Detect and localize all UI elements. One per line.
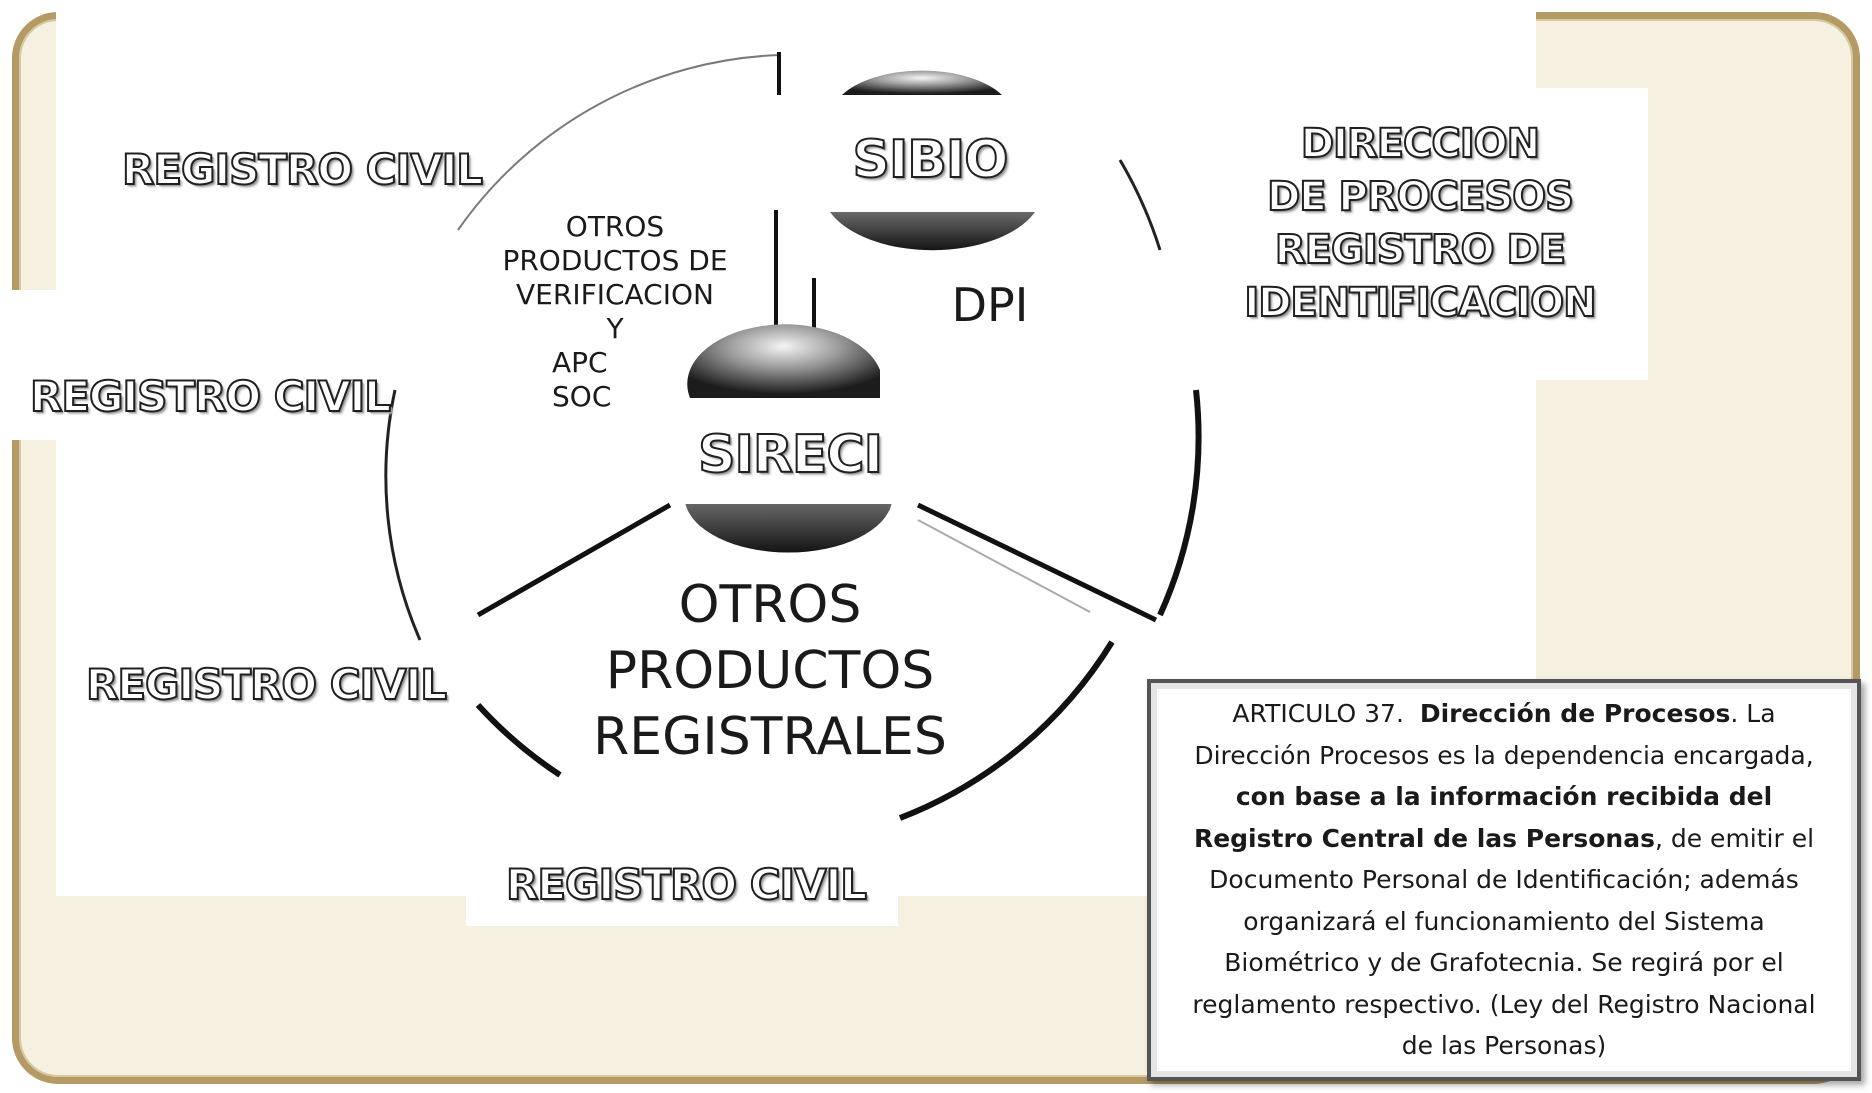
- registro-civil-label-top: REGISTRO CIVIL: [121, 144, 484, 195]
- dpi-label: DPI: [951, 278, 1029, 332]
- article-text-2: , de emitir el Documento Personal de Ide…: [1192, 823, 1816, 1061]
- segment-registrales-line-3: REGISTRALES: [593, 707, 947, 767]
- ring-arc-right-top: [1118, 159, 1162, 251]
- registro-civil-label-bottom: REGISTRO CIVIL: [505, 859, 868, 910]
- divider-left: [476, 502, 672, 618]
- segment-registrales: OTROS PRODUCTOS REGISTRALES: [560, 572, 980, 770]
- sireci-label: SIRECI: [697, 424, 884, 486]
- registro-civil-label-lower-left: REGISTRO CIVIL: [85, 659, 448, 710]
- article-text-box: ARTICULO 37. Dirección de Procesos. La D…: [1147, 679, 1861, 1081]
- segment-registrales-line-2: PRODUCTOS: [605, 641, 935, 701]
- direccion-line-2: DE PROCESOS: [1266, 173, 1575, 221]
- direccion-line-3: REGISTRO DE: [1274, 226, 1567, 274]
- article-heading: ARTICULO 37.: [1232, 699, 1404, 728]
- direccion-label: DIRECCION DE PROCESOS REGISTRO DE IDENTI…: [1210, 118, 1630, 330]
- segment-verificacion-line-3: VERIFICACION: [516, 278, 714, 311]
- ring-arc-bottom-left: [475, 702, 562, 778]
- sibio-sphere-top: [842, 70, 1002, 95]
- left-label-patch: [0, 290, 220, 440]
- registro-civil-label-left: REGISTRO CIVIL: [29, 371, 392, 422]
- sibio-sphere-bottom: [830, 212, 1035, 251]
- divider-right-thin: [917, 519, 1091, 613]
- sibio-label: SIBIO: [852, 129, 1010, 191]
- article-title: Dirección de Procesos: [1419, 699, 1731, 728]
- direccion-line-1: DIRECCION: [1300, 120, 1541, 168]
- direccion-patch: [1190, 88, 1648, 380]
- segment-verificacion-line-5: APC: [552, 346, 608, 379]
- segment-verificacion-line-2: PRODUCTOS DE: [502, 244, 728, 277]
- ring-arc-right: [1157, 389, 1202, 617]
- divider-right: [916, 502, 1158, 623]
- bottom-label-patch: [466, 860, 898, 926]
- article-bold-text: con base a la información recibida del R…: [1193, 782, 1773, 853]
- sireci-sphere-top: [687, 324, 880, 398]
- segment-verificacion-line-1: OTROS: [565, 210, 665, 243]
- segment-verificacion-line-4: Y: [606, 312, 624, 345]
- segment-verificacion-line-6: SOC: [552, 380, 612, 413]
- segment-verificacion: OTROS PRODUCTOS DE VERIFICACION Y APC SO…: [470, 210, 760, 414]
- article-text-1: . La Dirección Procesos es la dependenci…: [1194, 699, 1814, 770]
- ring-arc-left: [384, 389, 422, 641]
- sireci-sphere-bottom: [685, 502, 892, 553]
- sireci-label-patch: [680, 408, 902, 504]
- ring-arc-top: [457, 54, 781, 231]
- segment-registrales-line-1: OTROS: [678, 575, 862, 635]
- direccion-line-4: IDENTIFICACION: [1243, 279, 1597, 327]
- ring-arc-bottom-right: [898, 640, 1115, 821]
